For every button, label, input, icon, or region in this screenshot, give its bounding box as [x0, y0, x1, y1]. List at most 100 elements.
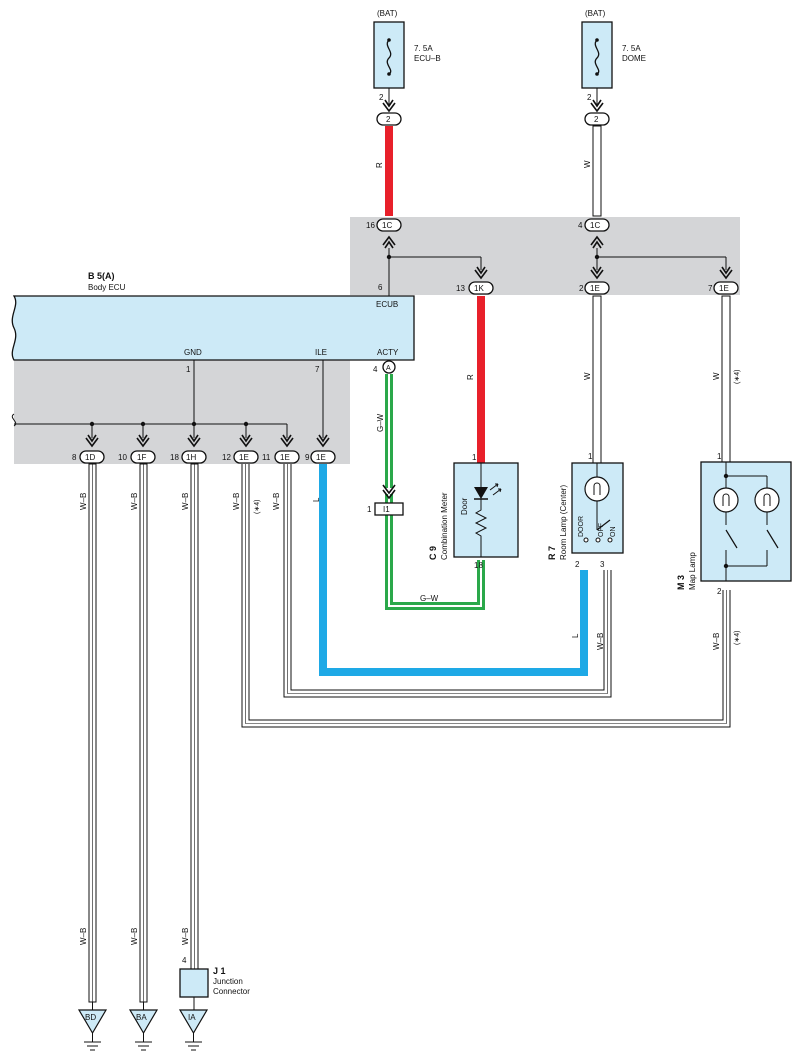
terminal-arrow-icon [280, 434, 294, 448]
map-lamp-box [700, 461, 792, 582]
terminal-arrow-icon [382, 235, 396, 249]
svg-text:6: 6 [378, 283, 383, 292]
connector-oval [713, 281, 739, 295]
switch-icon [725, 529, 738, 549]
connector-oval [584, 112, 610, 126]
switch-icon [766, 529, 779, 549]
svg-text:C 9: C 9 [428, 546, 438, 560]
svg-text:7: 7 [315, 365, 320, 374]
svg-text:W–B: W–B [232, 493, 241, 510]
svg-text:Combination Meter: Combination Meter [440, 492, 449, 560]
junction-block-upper [350, 217, 740, 295]
ecu-ref: B 5(A) [88, 271, 115, 281]
svg-text:J 1: J 1 [213, 966, 226, 976]
terminal-arrow-icon [382, 99, 396, 113]
svg-text:W–B: W–B [181, 928, 190, 945]
svg-text:9: 9 [305, 453, 310, 462]
in-line-connector [374, 502, 404, 516]
fuse-source-label: (BAT) [377, 9, 398, 18]
connector-oval [376, 112, 402, 126]
svg-text:BD: BD [85, 1013, 96, 1022]
connector-oval [310, 450, 336, 464]
led-icon [474, 487, 488, 499]
terminal-arrow-icon [590, 235, 604, 249]
terminal-arrow-icon [590, 99, 604, 113]
junction-connector: 4 J 1 Junction Connector [179, 956, 250, 1010]
svg-text:M 3: M 3 [676, 575, 686, 590]
svg-text:2: 2 [575, 560, 580, 569]
svg-text:1C: 1C [590, 221, 600, 230]
fuse-rating: 7. 5A [622, 44, 641, 53]
svg-text:(∗4): (∗4) [734, 631, 741, 645]
connector-oval [130, 450, 156, 464]
svg-text:Connector: Connector [213, 987, 250, 996]
svg-text:G–W: G–W [376, 413, 385, 432]
svg-text:Door: Door [460, 497, 469, 515]
bulb-icon [584, 476, 610, 502]
svg-text:4: 4 [578, 221, 583, 230]
terminal-arrow-icon [719, 266, 733, 280]
wire-white [592, 125, 602, 217]
svg-text:8: 8 [72, 453, 77, 462]
svg-text:13: 13 [456, 284, 465, 293]
svg-text:ON: ON [610, 527, 617, 538]
terminal-arrow-icon [474, 266, 488, 280]
svg-text:W–B: W–B [130, 493, 139, 510]
fuse-pin: 2 [379, 93, 384, 102]
svg-text:ILE: ILE [315, 348, 327, 357]
fuse-ecu-b: (BAT) 7. 5A ECU–B 2 2 [373, 9, 441, 126]
terminal-arrow-icon [187, 434, 201, 448]
svg-text:ACTY: ACTY [377, 348, 399, 357]
svg-text:Junction: Junction [213, 977, 243, 986]
svg-text:W–B: W–B [130, 928, 139, 945]
svg-text:1: 1 [717, 452, 722, 461]
svg-text:1E: 1E [239, 453, 249, 462]
svg-text:W: W [712, 372, 721, 380]
junction-connector-box [179, 968, 209, 998]
fuse-box [581, 21, 613, 89]
svg-text:I1: I1 [383, 505, 390, 514]
svg-text:4: 4 [373, 365, 378, 374]
svg-text:2: 2 [594, 115, 599, 124]
wire-color-label: W [583, 160, 592, 168]
ground-icon [178, 1009, 209, 1035]
fuse-rating: 7. 5A [414, 44, 433, 53]
svg-text:DOOR: DOOR [578, 516, 585, 537]
svg-text:W–B: W–B [712, 633, 721, 650]
wire-red [477, 296, 485, 464]
svg-text:A: A [386, 365, 391, 372]
svg-text:18: 18 [474, 561, 483, 570]
svg-text:R: R [466, 374, 475, 380]
svg-text:W: W [583, 372, 592, 380]
svg-text:18: 18 [170, 453, 179, 462]
svg-text:1K: 1K [474, 284, 484, 293]
svg-text:3: 3 [600, 560, 605, 569]
bulb-icon [713, 487, 739, 513]
svg-text:W–B: W–B [79, 928, 88, 945]
ground-ia: IA [178, 1009, 209, 1051]
svg-text:1E: 1E [590, 284, 600, 293]
svg-text:7: 7 [708, 284, 713, 293]
svg-text:1: 1 [588, 452, 593, 461]
svg-text:2: 2 [386, 115, 391, 124]
svg-text:12: 12 [222, 453, 231, 462]
body-ecu-box [11, 295, 415, 361]
meter-box [453, 462, 519, 558]
svg-text:1: 1 [472, 453, 477, 462]
svg-text:W–B: W–B [596, 633, 605, 650]
svg-text:10: 10 [118, 453, 127, 462]
svg-text:ECUB: ECUB [376, 300, 398, 309]
fuse-pin: 2 [587, 93, 592, 102]
fuse-icon [386, 39, 392, 75]
connector-oval [274, 450, 300, 464]
fuse-dome: (BAT) 7. 5A DOME 2 2 [581, 9, 646, 126]
svg-text:2: 2 [579, 284, 584, 293]
svg-text:W–B: W–B [272, 493, 281, 510]
connector-oval [584, 218, 610, 232]
fuse-box [373, 21, 405, 89]
svg-text:L: L [571, 633, 580, 638]
fuse-name: ECU–B [414, 54, 441, 63]
map-lamp: 2 M 3 Map Lamp [676, 461, 792, 596]
fuse-icon [594, 39, 600, 75]
